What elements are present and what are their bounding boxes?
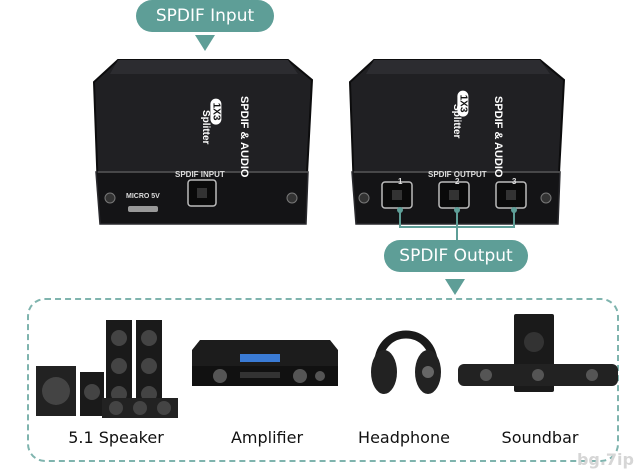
headphone-icon [371,330,441,394]
left-port-label: SPDIF INPUT [175,170,225,179]
left-brand-splitter-text: Splitter [200,110,211,145]
soundbar-icon [458,314,618,392]
right-brand-splitter-text: Splitter [451,104,462,139]
left-brand-line1: SPDIF & AUDIO [238,96,250,178]
output-connector-lines [397,207,517,241]
spdif-output-callout: SPDIF Output [384,240,528,272]
output-arrow-icon [445,279,465,295]
amplifier-icon [192,340,338,386]
input-arrow-icon [195,35,215,51]
splitter-device-left [92,59,314,225]
micro-usb-port [128,206,158,212]
splitter-device-right [348,59,566,225]
right-port-label: SPDIF OUTPUT [428,170,487,179]
left-brand-1x3-text: 1X3 [210,102,222,121]
caption-speaker: 5.1 Speaker [68,428,164,447]
left-brand-splitter: Splitter [200,110,211,144]
right-brand-line1: SPDIF & AUDIO [492,96,504,178]
watermark: bg.7ip [576,450,634,469]
micro-5v-label: MICRO 5V [126,193,160,200]
output-port-number-1: 1 [398,177,403,186]
left-brand-1x3: 1X3 [210,98,222,125]
spdif-output-label: SPDIF Output [399,246,513,266]
output-port-number-3: 3 [512,177,517,186]
caption-soundbar: Soundbar [501,428,579,447]
speaker-system-icon [36,320,178,418]
caption-amplifier: Amplifier [230,428,304,447]
right-brand-splitter: Splitter [451,104,462,138]
spdif-input-callout: SPDIF Input [136,0,274,32]
output-port-number-2: 2 [455,177,460,186]
caption-headphone: Headphone [358,428,450,447]
spdif-input-label: SPDIF Input [155,6,255,26]
